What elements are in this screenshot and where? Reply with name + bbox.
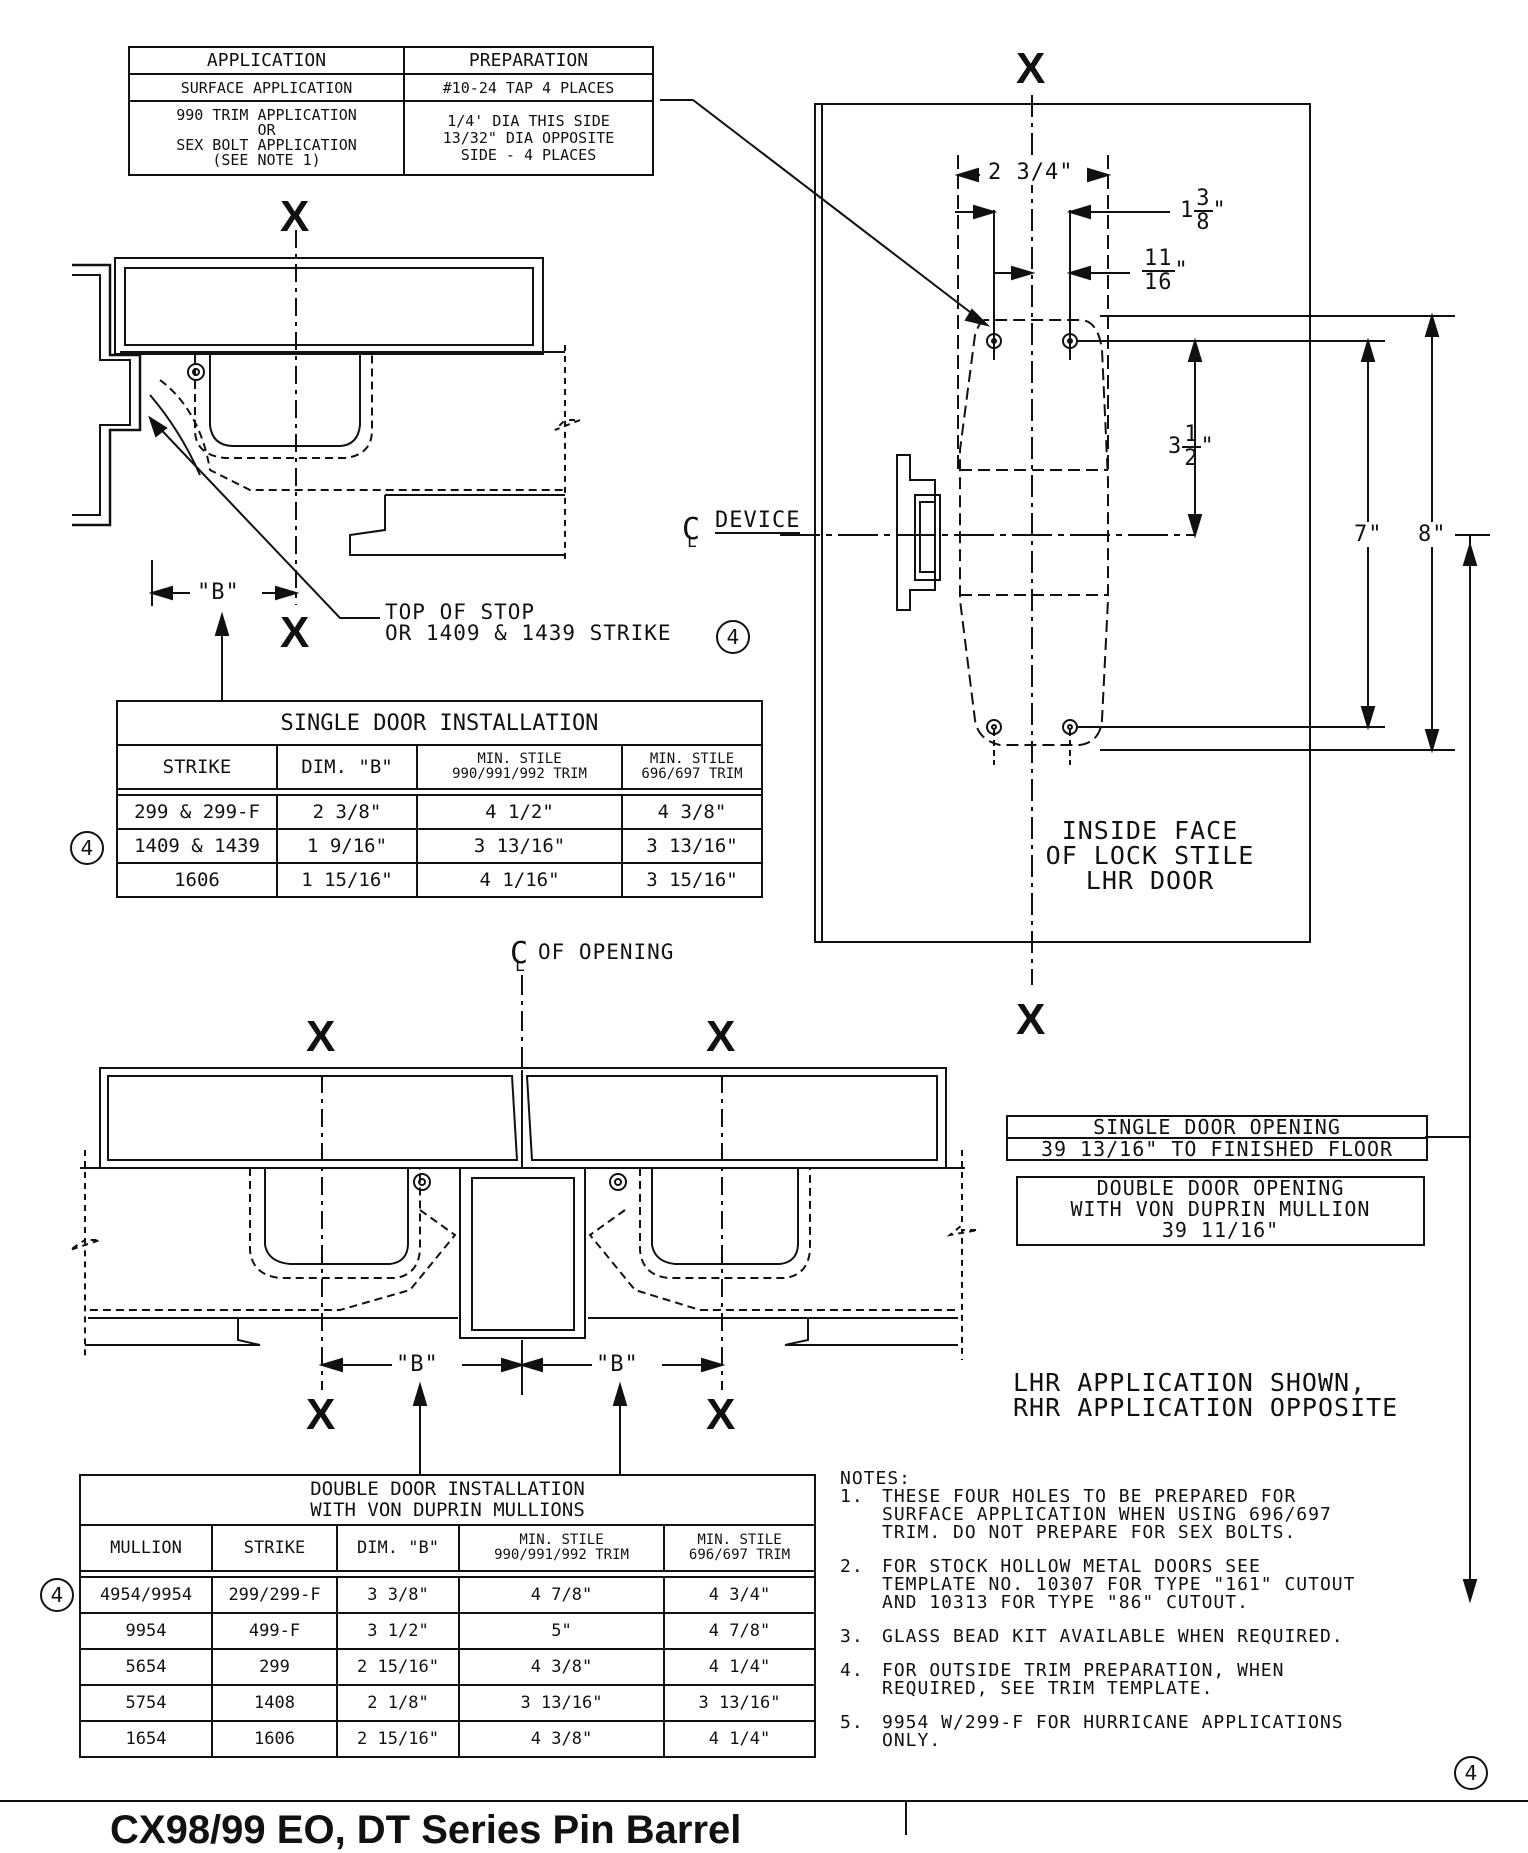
x-mark-right-bottom: X <box>1016 995 1046 1044</box>
double-door-installation-table: DOUBLE DOOR INSTALLATION WITH VON DUPRIN… <box>79 1474 816 1758</box>
single-door-installation-table: SINGLE DOOR INSTALLATION STRIKE DIM. "B"… <box>116 700 763 898</box>
x-mark-bottom-right-top: X <box>706 1012 736 1061</box>
dim-2-3-4: 2 3/4" <box>985 160 1077 185</box>
table-row: 4954/9954 299/299-F 3 3/8" 4 7/8" 4 3/4" <box>79 1576 816 1614</box>
double-door-opening-box: DOUBLE DOOR OPENING WITH VON DUPRIN MULL… <box>1016 1176 1425 1246</box>
note-item: 2. FOR STOCK HOLLOW METAL DOORS SEE TEMP… <box>840 1556 1356 1613</box>
application-note: LHR APPLICATION SHOWN, RHR APPLICATION O… <box>1013 1368 1399 1422</box>
note-4-callout-notes: 4 <box>1454 1756 1488 1790</box>
dim-b-left: "B" <box>396 1352 439 1377</box>
double-table-title: DOUBLE DOOR INSTALLATION WITH VON DUPRIN… <box>79 1474 816 1526</box>
x-mark-bottom-right-bottom: X <box>706 1390 736 1439</box>
cell-preparation-2: 1/4' DIA THIS SIDE 13/32" DIA OPPOSITE S… <box>403 100 654 176</box>
cell-application-2: 990 TRIM APPLICATION OR SEX BOLT APPLICA… <box>128 100 405 176</box>
header-preparation: PREPARATION <box>403 46 654 75</box>
table-row: 1409 & 1439 1 9/16" 3 13/16" 3 13/16" <box>116 828 763 864</box>
device-centerline-symbol: CL <box>682 512 702 551</box>
cell-application-1: SURFACE APPLICATION <box>128 73 405 102</box>
note-4-callout-single: 4 <box>70 831 104 865</box>
table-row: 1606 1 15/16" 4 1/16" 3 15/16" <box>116 862 763 898</box>
inside-face-label: INSIDE FACE OF LOCK STILE LHR DOOR <box>1045 816 1255 895</box>
notes-header: NOTES: <box>840 1468 912 1489</box>
note-item: 1. THESE FOUR HOLES TO BE PREPARED FOR S… <box>840 1486 1332 1543</box>
x-mark-right-top: X <box>1016 44 1046 93</box>
single-door-plan-view <box>72 230 581 700</box>
dim-7: 7" <box>1352 522 1385 547</box>
note-item: 3. GLASS BEAD KIT AVAILABLE WHEN REQUIRE… <box>840 1626 1344 1647</box>
drawing-canvas <box>69 95 1490 1604</box>
notes-block: NOTES: 1. THESE FOUR HOLES TO BE PREPARE… <box>840 1470 1470 1750</box>
x-mark-top-left: X <box>280 192 310 241</box>
header-application: APPLICATION <box>128 46 405 75</box>
cl-opening-symbol: CL <box>510 936 530 975</box>
inside-face-elevation <box>660 95 1490 1604</box>
cell-preparation-1: #10-24 TAP 4 PLACES <box>403 73 654 102</box>
footer-title: CX98/99 EO, DT Series Pin Barrel <box>110 1808 742 1852</box>
table-row: 299 & 299-F 2 3/8" 4 1/2" 4 3/8" <box>116 794 763 830</box>
single-door-opening-box: SINGLE DOOR OPENING 39 13/16" TO FINISHE… <box>1006 1115 1428 1161</box>
x-mark-top-left-lower: X <box>280 608 310 657</box>
note-item: 5. 9954 W/299-F FOR HURRICANE APPLICATIO… <box>840 1712 1344 1751</box>
note-4-callout-stop: 4 <box>716 620 750 654</box>
x-mark-bottom-left-bottom: X <box>306 1390 336 1439</box>
title-block <box>0 1800 1528 1835</box>
cl-opening-label: OF OPENING <box>538 940 675 964</box>
table-row: 1654 1606 2 15/16" 4 3/8" 4 1/4" <box>79 1720 816 1758</box>
top-of-stop-label: TOP OF STOP OR 1409 & 1439 STRIKE <box>385 600 672 645</box>
single-table-title: SINGLE DOOR INSTALLATION <box>116 700 763 746</box>
note-item: 4. FOR OUTSIDE TRIM PREPARATION, WHEN RE… <box>840 1660 1285 1699</box>
table-row: 9954 499-F 3 1/2" 5" 4 7/8" <box>79 1612 816 1650</box>
table-row: 5754 1408 2 1/8" 3 13/16" 3 13/16" <box>79 1684 816 1722</box>
application-preparation-table: APPLICATION PREPARATION SURFACE APPLICAT… <box>128 46 654 176</box>
device-label: DEVICE <box>715 508 801 534</box>
double-door-plan-view <box>69 975 979 1475</box>
dim-8: 8" <box>1416 522 1449 547</box>
x-mark-bottom-left-top: X <box>306 1012 336 1061</box>
table-row: 5654 299 2 15/16" 4 3/8" 4 1/4" <box>79 1648 816 1686</box>
dim-b-single: "B" <box>197 580 240 605</box>
note-4-callout-double: 4 <box>40 1578 74 1612</box>
dim-b-right: "B" <box>596 1352 639 1377</box>
